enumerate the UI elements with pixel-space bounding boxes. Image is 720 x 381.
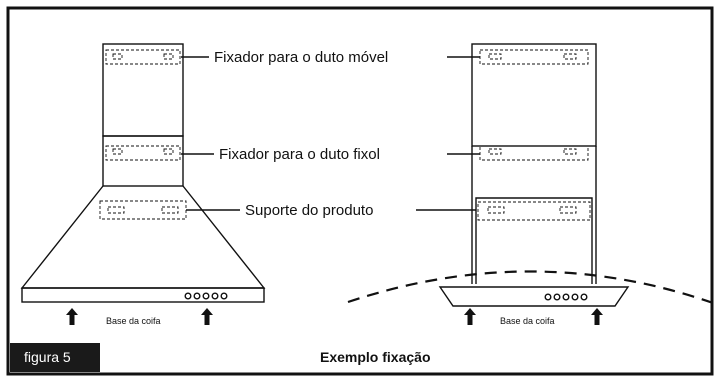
left-hood: Base da coifa <box>20 43 266 326</box>
right-hood: Base da coifa <box>347 43 717 326</box>
control-button-icon <box>202 292 210 300</box>
left-support-bracket-a <box>107 206 125 214</box>
label-moving-duct: Fixador para o duto móvel <box>214 49 388 66</box>
footer: figura 5 Exemplo fixação <box>10 343 431 372</box>
left-moving-duct-fixer <box>105 49 181 65</box>
control-button-icon <box>562 293 570 301</box>
right-support-inner <box>477 201 591 221</box>
control-button-icon <box>580 293 588 301</box>
control-button-icon <box>211 292 219 300</box>
control-button-icon <box>184 292 192 300</box>
outer-border <box>6 6 714 376</box>
right-canopy-curve <box>347 270 717 306</box>
left-moving-bracket-b <box>163 53 174 60</box>
up-arrow-icon <box>66 308 78 325</box>
left-product-support <box>99 200 187 220</box>
right-control-buttons <box>544 293 588 301</box>
up-arrow-icon <box>201 308 213 325</box>
right-moving-duct-fixer <box>479 49 589 65</box>
up-arrow-icon <box>464 308 476 325</box>
left-fixed-bracket-b <box>163 148 174 155</box>
left-duct-lower <box>102 135 184 187</box>
callouts: Fixador para o duto móvel Fixador para o… <box>181 49 480 219</box>
right-product-support <box>475 197 593 284</box>
label-fixed-duct: Fixador para o duto fixol <box>219 146 380 163</box>
left-duct-upper <box>102 43 184 137</box>
label-support: Suporte do produto <box>245 202 373 219</box>
right-hood-base <box>438 286 630 307</box>
figure-tag <box>10 343 100 372</box>
right-moving-bracket-b <box>563 53 577 60</box>
figure-caption: Exemplo fixação <box>320 349 431 365</box>
left-support-bracket-b <box>161 206 179 214</box>
left-moving-bracket-a <box>112 53 123 60</box>
right-fixed-duct-fixer <box>479 145 589 161</box>
left-base-label: Base da coifa <box>106 316 161 326</box>
right-duct-upper <box>471 43 597 147</box>
right-fixed-bracket-b <box>563 148 577 155</box>
right-fixed-bracket-a <box>488 148 502 155</box>
right-moving-bracket-a <box>488 53 502 60</box>
control-button-icon <box>544 293 552 301</box>
left-fixed-duct-fixer <box>105 145 181 161</box>
figure-tag-label: figura 5 <box>24 349 71 365</box>
right-support-bracket-a <box>487 206 505 214</box>
control-button-icon <box>571 293 579 301</box>
left-control-buttons <box>184 292 228 300</box>
right-base-label: Base da coifa <box>500 316 555 326</box>
right-support-bracket-b <box>559 206 577 214</box>
control-button-icon <box>193 292 201 300</box>
left-hood-base <box>21 287 265 303</box>
left-fixed-bracket-a <box>112 148 123 155</box>
control-button-icon <box>220 292 228 300</box>
control-button-icon <box>553 293 561 301</box>
up-arrow-icon <box>591 308 603 325</box>
